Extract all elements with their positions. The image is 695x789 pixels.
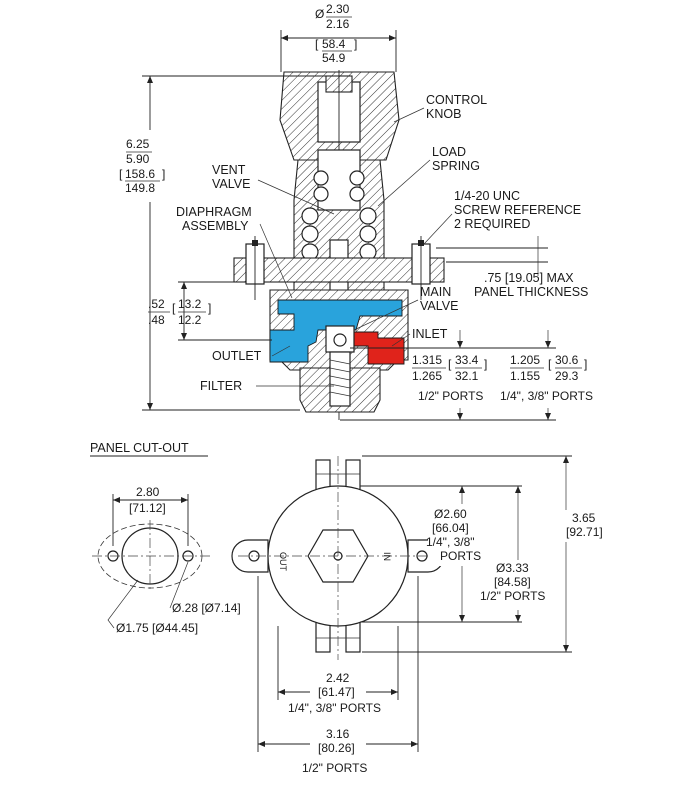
width-small-label: 1/4", 3/8" PORTS — [288, 701, 381, 715]
port-quarter-in-max: 1.205 — [510, 353, 540, 367]
dia-large-mm: [84.58] — [494, 575, 531, 589]
callouts: CONTROL KNOB LOAD SPRING VENT VALVE DIAP… — [176, 93, 588, 393]
port-half-bracket-right: ] — [484, 357, 487, 371]
height-bracket-left: [ — [119, 167, 123, 181]
top-dia-mm-min: 54.9 — [322, 51, 346, 65]
port-half-in-min: 1.265 — [412, 369, 442, 383]
top-dia-symbol: Ø — [315, 7, 324, 21]
panel-thickness-label-1: .75 [19.05] MAX — [484, 271, 574, 285]
dia-small-in: Ø2.60 — [434, 507, 467, 521]
height-in-max: 6.25 — [126, 137, 150, 151]
regulator-section-view — [233, 70, 445, 420]
top-bolt-left — [315, 459, 331, 491]
port-half-in-max: 1.315 — [412, 353, 442, 367]
width-large-label: 1/2" PORTS — [302, 761, 367, 775]
panel-bracket-right: ] — [208, 301, 211, 315]
panel-thickness-label-2: PANEL THICKNESS — [474, 285, 588, 299]
port-half-bracket-left: [ — [448, 357, 452, 371]
panel-offset-mm-min: 12.2 — [178, 313, 202, 327]
main-valve-label-2: VALVE — [420, 299, 458, 313]
height-bracket-right: ] — [162, 167, 165, 181]
panel-cutout-view: PANEL CUT-OUT 2.80 [71.12] Ø.28 [Ø7.14] … — [90, 441, 241, 635]
outlet-passage — [269, 299, 403, 363]
width-large-in: 3.16 — [326, 727, 350, 741]
cutout-spacing-in: 2.80 — [136, 485, 160, 499]
inlet-label: INLET — [412, 327, 448, 341]
dia-large-label: 1/2" PORTS — [480, 589, 545, 603]
port-quarter-mm-max: 30.6 — [555, 353, 579, 367]
height-in-min: 5.90 — [126, 152, 150, 166]
load-spring-label-2: SPRING — [432, 159, 480, 173]
diaphragm-label-1: DIAPHRAGM — [176, 205, 252, 219]
screw-label-3: 2 REQUIRED — [454, 217, 530, 231]
width-small-in: 2.42 — [326, 671, 350, 685]
main-valve-label-1: MAIN — [420, 285, 451, 299]
vent-valve-label-2: VALVE — [212, 177, 250, 191]
panel-offset-dimension: .52 .48 [ 13.2 12.2 ] — [148, 281, 272, 341]
width-large-mm: [80.26] — [318, 741, 355, 755]
top-bracket-right: ] — [354, 37, 357, 51]
bottom-view: OUT IN Ø2.60 [66.04] 1/4", 3/8" PORTS Ø3… — [231, 455, 620, 775]
top-diameter-dimension: Ø 2.30 2.16 [ 58.4 54.9 ] — [280, 2, 397, 72]
top-dia-min: 2.16 — [326, 17, 350, 31]
vent-valve-label-1: VENT — [212, 163, 246, 177]
height-mm-max: 158.6 — [125, 167, 155, 181]
port-half-label: 1/2" PORTS — [418, 389, 483, 403]
screw-label-1: 1/4-20 UNC — [454, 189, 520, 203]
filter-element — [329, 351, 351, 407]
filter-label: FILTER — [200, 379, 242, 393]
dia-small-label-1: 1/4", 3/8" — [426, 535, 475, 549]
outlet-label: OUTLET — [212, 349, 262, 363]
dia-small-mm: [66.04] — [432, 521, 469, 535]
control-knob-label-2: KNOB — [426, 107, 461, 121]
bottom-bolt-right — [345, 621, 361, 653]
port-quarter-in-min: 1.155 — [510, 369, 540, 383]
overall-height-dimension: 6.25 5.90 [ 158.6 149.8 ] — [118, 75, 330, 411]
cutout-spacing-mm: [71.12] — [129, 501, 166, 515]
port-half-mm-max: 33.4 — [455, 353, 479, 367]
port-in-label: IN — [382, 552, 392, 561]
diaphragm-label-2: ASSEMBLY — [182, 219, 249, 233]
panel-offset-mm-max: 13.2 — [178, 297, 202, 311]
panel-cutout-title: PANEL CUT-OUT — [90, 441, 189, 455]
bottom-bolt-left — [315, 621, 331, 653]
port-quarter-bracket-right: ] — [584, 357, 587, 371]
dia-small-label-2: PORTS — [440, 549, 481, 563]
height-mm-min: 149.8 — [125, 181, 155, 195]
top-dia-max: 2.30 — [326, 2, 350, 16]
control-knob-label-1: CONTROL — [426, 93, 487, 107]
load-spring-label-1: LOAD — [432, 145, 466, 159]
port-out-label: OUT — [278, 552, 288, 572]
top-bracket-left: [ — [315, 37, 319, 51]
port-quarter-label: 1/4", 3/8" PORTS — [500, 389, 593, 403]
dia-large-in: Ø3.33 — [496, 561, 529, 575]
width-small-mm: [61.47] — [318, 685, 355, 699]
port-height-dimensions: 1.315 1.265 [ 33.4 32.1 ] 1/2" PORTS 1.2… — [340, 330, 593, 421]
cutout-bore-dia: Ø1.75 [Ø44.45] — [116, 621, 198, 635]
screw-label-2: SCREW REFERENCE — [454, 203, 581, 217]
cutout-hole-dia: Ø.28 [Ø7.14] — [172, 601, 241, 615]
panel-bracket-left: [ — [172, 301, 176, 315]
port-quarter-mm-min: 29.3 — [555, 369, 579, 383]
port-quarter-bracket-left: [ — [548, 357, 552, 371]
panel-flange — [233, 257, 445, 283]
port-half-mm-min: 32.1 — [455, 369, 479, 383]
top-bolt-right — [345, 459, 361, 491]
panel-offset-in-max: .52 — [148, 297, 165, 311]
top-dia-mm-max: 58.4 — [322, 37, 346, 51]
panel-offset-in-min: .48 — [148, 313, 165, 327]
overall-height-mm: [92.71] — [566, 525, 603, 539]
overall-height-in: 3.65 — [572, 511, 596, 525]
